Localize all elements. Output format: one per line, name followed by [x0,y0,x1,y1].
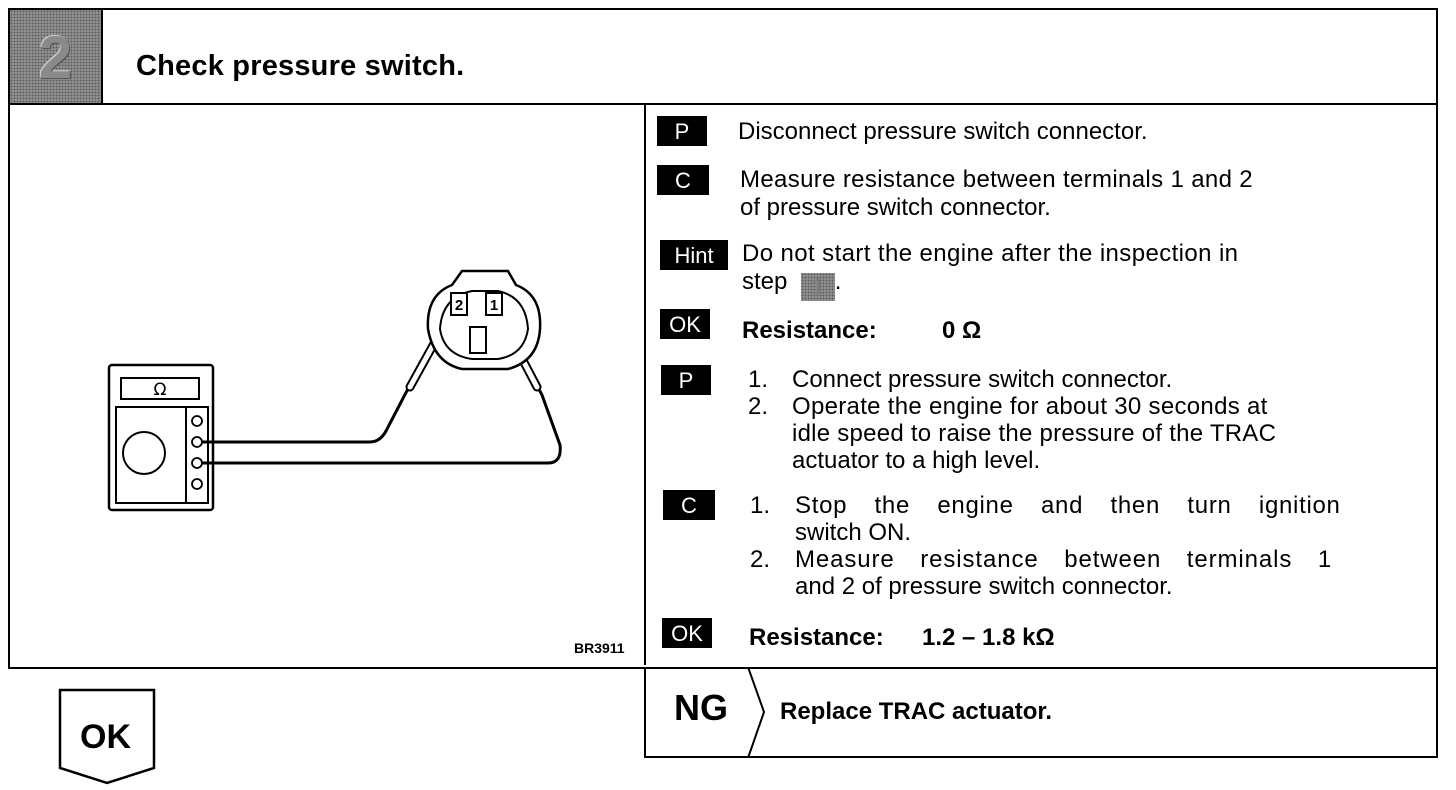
procedure-text: idle speed to raise the pressure of the … [792,420,1277,447]
check-text: Stop the engine and then turn ignition [795,492,1341,519]
ok-badge: OK [660,309,710,339]
procedure-text: Operate the engine for about 30 seconds … [792,393,1268,420]
ok-result-label: OK [80,718,131,756]
hint-badge: Hint [660,240,728,270]
check-text: of pressure switch connector. [740,194,1051,221]
ng-action-text: Replace TRAC actuator. [780,698,1053,725]
inspection-panel: Ω 2 1 BR3911 [8,103,1438,669]
procedure-badge: P [661,365,711,395]
column-divider [644,105,646,665]
check-badge: C [657,165,709,195]
check-text: and 2 of pressure switch connector. [795,573,1173,600]
step-number-box: 2 [10,10,103,105]
check-text: Measure resistance between terminals 1 a… [740,166,1254,193]
step-title: Check pressure switch. [136,50,465,82]
ng-result-box: NG Replace TRAC actuator. [644,667,1438,758]
chevron-right-icon [747,667,766,758]
hint-text-line2: step 1. [742,268,841,301]
hint-step-suffix: . [834,268,842,295]
figure-id: BR3911 [574,640,625,656]
resistance-label: Resistance: [742,317,877,344]
hint-text: Do not start the engine after the inspec… [742,240,1239,267]
ok-arrow-icon [58,688,156,785]
item-number: 2. [750,546,771,573]
step-number: 2 [38,24,73,91]
procedure-text: actuator to a high level. [792,447,1041,474]
pressure-switch-connector-icon: 2 1 [426,269,542,371]
check-badge: C [663,490,715,520]
resistance-label: Resistance: [749,624,884,651]
procedure-badge: P [657,116,707,146]
check-text: switch ON. [795,519,912,546]
item-number: 1. [750,492,771,519]
wiring-diagram: Ω 2 1 [107,269,562,512]
check-text: Measure resistance between terminals 1 [795,546,1333,573]
item-number: 2. [748,393,769,420]
resistance-value: 1.2 – 1.8 kΩ [922,624,1055,651]
resistance-value: 0 Ω [942,317,982,344]
step-header: 2 Check pressure switch. [8,8,1438,105]
procedure-text: Connect pressure switch connector. [792,366,1173,393]
ohmmeter-icon: Ω [107,363,215,512]
meter-ohm-symbol: Ω [154,380,167,400]
item-number: 1. [748,366,769,393]
procedure-text: Disconnect pressure switch connector. [738,118,1148,145]
step-reference-icon: 1 [800,273,835,301]
ok-badge: OK [662,618,712,648]
terminal-1-label: 1 [490,297,498,314]
terminal-2-label: 2 [455,297,463,314]
ng-label: NG [674,687,728,728]
hint-step-word: step [742,268,788,295]
